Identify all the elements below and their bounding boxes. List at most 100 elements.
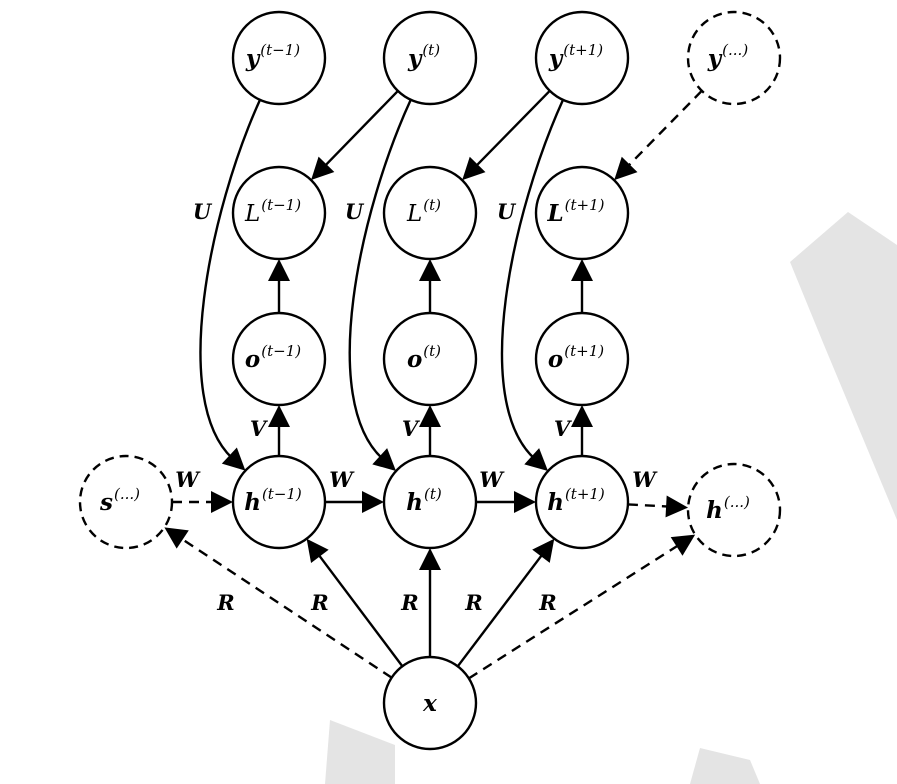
- node-circle: [382, 454, 478, 550]
- edge-y-t-to-h-t-arrowhead: [372, 448, 396, 472]
- node-circle: [231, 10, 327, 106]
- node-label-superscript: (...): [724, 493, 750, 511]
- edge-y-tm1-to-h-tm1: [199, 99, 262, 460]
- edge-x-to-h-tm1: [316, 552, 404, 667]
- node-label-main: y: [548, 45, 564, 72]
- node-y-tp1: y(t+1): [534, 10, 630, 106]
- node-y-t: y(t): [382, 10, 478, 106]
- node-circle: [534, 311, 630, 407]
- edge-y-dots-to-L-tp1-arrowhead: [614, 156, 638, 181]
- node-label-superscript: (t): [424, 485, 442, 503]
- node-label-superscript: (...): [722, 41, 748, 59]
- edge-x-to-h-t-label: R: [400, 590, 418, 615]
- edge-y-tp1-to-h-tp1-label: U: [497, 199, 517, 224]
- edge-y-dots-to-L-tp1: [625, 90, 703, 169]
- node-label-main: h: [706, 497, 723, 524]
- node-label-superscript: (t−1): [260, 41, 300, 59]
- node-label-main: o: [245, 346, 260, 373]
- edge-h-t-to-h-tp1-label: W: [479, 467, 505, 492]
- edges: [164, 90, 703, 680]
- node-label-superscript: (t): [422, 41, 440, 59]
- edge-h-tp1-to-o-tp1-label: V: [554, 416, 573, 441]
- node-label: h(t−1): [244, 485, 302, 516]
- watermark-stroke-1: [790, 212, 897, 520]
- edge-x-to-h-dots-arrowhead: [670, 534, 696, 556]
- node-s-dots: s(...): [78, 454, 174, 550]
- node-circle: [382, 655, 478, 751]
- node-x: x: [382, 655, 478, 751]
- node-label-superscript: (t+1): [564, 342, 604, 360]
- node-label: o(t+1): [548, 342, 604, 373]
- edge-x-to-s-dots-arrowhead: [164, 527, 189, 549]
- node-label-main: h: [547, 489, 564, 516]
- node-label: y(t): [407, 41, 440, 72]
- edge-h-t-to-o-t-arrowhead: [419, 405, 441, 427]
- node-label-superscript: (t): [423, 196, 441, 214]
- node-label: y(t+1): [548, 41, 603, 72]
- edge-s-dots-to-h-tm1-label: W: [175, 467, 201, 492]
- edge-h-tm1-to-o-tm1-label: V: [250, 416, 269, 441]
- node-label-superscript: (t): [423, 342, 441, 360]
- node-circle: [231, 311, 327, 407]
- node-label: s(...): [99, 485, 140, 516]
- node-circle: [686, 462, 782, 558]
- edge-o-t-to-L-t-arrowhead: [419, 259, 441, 281]
- edge-s-dots-to-h-tm1-arrowhead: [211, 491, 233, 513]
- node-label-superscript: (t−1): [261, 196, 301, 214]
- node-label: x: [422, 690, 437, 717]
- watermark-stroke-3: [690, 748, 760, 784]
- node-label: h(...): [706, 493, 750, 524]
- edge-x-to-s-dots: [178, 536, 393, 679]
- edge-y-tp1-to-h-tp1-arrowhead: [524, 448, 548, 472]
- node-o-t: o(t): [382, 311, 478, 407]
- node-label-superscript: (t+1): [565, 485, 605, 503]
- edge-o-tm1-to-L-tm1-arrowhead: [268, 259, 290, 281]
- node-circle: [534, 10, 630, 106]
- edge-h-tp1-to-h-dots-arrowhead: [665, 495, 689, 518]
- node-h-t: h(t): [382, 454, 478, 550]
- node-label: o(t−1): [245, 342, 301, 373]
- node-circle: [382, 165, 478, 261]
- edge-x-to-h-dots-label: R: [538, 590, 556, 615]
- node-label: L(t−1): [244, 196, 301, 227]
- node-label-superscript: (...): [114, 485, 140, 503]
- node-label-superscript: (t+1): [565, 196, 605, 214]
- watermark: [325, 212, 897, 784]
- node-label-superscript: (t+1): [563, 41, 603, 59]
- edge-h-tp1-to-h-dots-label: W: [632, 467, 658, 492]
- node-label-main: o: [407, 346, 422, 373]
- node-label-main: y: [707, 45, 723, 72]
- node-circle: [686, 10, 782, 106]
- node-label: o(t): [407, 342, 441, 373]
- edge-x-to-h-tm1-arrowhead: [306, 538, 329, 563]
- edge-y-tp1-to-h-tp1: [500, 99, 565, 460]
- node-label: L(t+1): [546, 196, 604, 227]
- node-label-superscript: (t−1): [261, 342, 301, 360]
- node-circle: [231, 454, 327, 550]
- edge-h-t-to-o-t-label: V: [402, 416, 421, 441]
- node-label: y(...): [707, 41, 749, 72]
- edge-x-to-s-dots-label: R: [216, 590, 234, 615]
- edge-y-t-to-L-tm1-arrowhead: [311, 156, 335, 181]
- node-label-main: y: [407, 45, 423, 72]
- edge-y-t-to-h-t: [348, 99, 412, 460]
- node-label: L(t): [406, 196, 441, 227]
- edge-h-tm1-to-h-t-arrowhead: [362, 491, 384, 513]
- node-h-dots: h(...): [686, 462, 782, 558]
- edge-x-to-h-tp1: [456, 552, 545, 668]
- node-circle: [382, 10, 478, 106]
- node-label-main: y: [245, 45, 261, 72]
- node-label-main: s: [99, 489, 113, 516]
- edge-x-to-h-dots: [468, 543, 681, 680]
- node-o-tp1: o(t+1): [534, 311, 630, 407]
- edge-x-to-h-tp1-label: R: [464, 590, 482, 615]
- node-label: h(t+1): [547, 485, 605, 516]
- node-circle: [534, 454, 630, 550]
- edge-y-t-to-h-t-label: U: [345, 199, 365, 224]
- watermark-stroke-2: [325, 720, 395, 784]
- node-L-tp1: L(t+1): [534, 165, 630, 261]
- node-label-main: L: [406, 201, 422, 227]
- node-h-tm1: h(t−1): [231, 454, 327, 550]
- edge-y-tm1-to-h-tm1-arrowhead: [221, 447, 246, 471]
